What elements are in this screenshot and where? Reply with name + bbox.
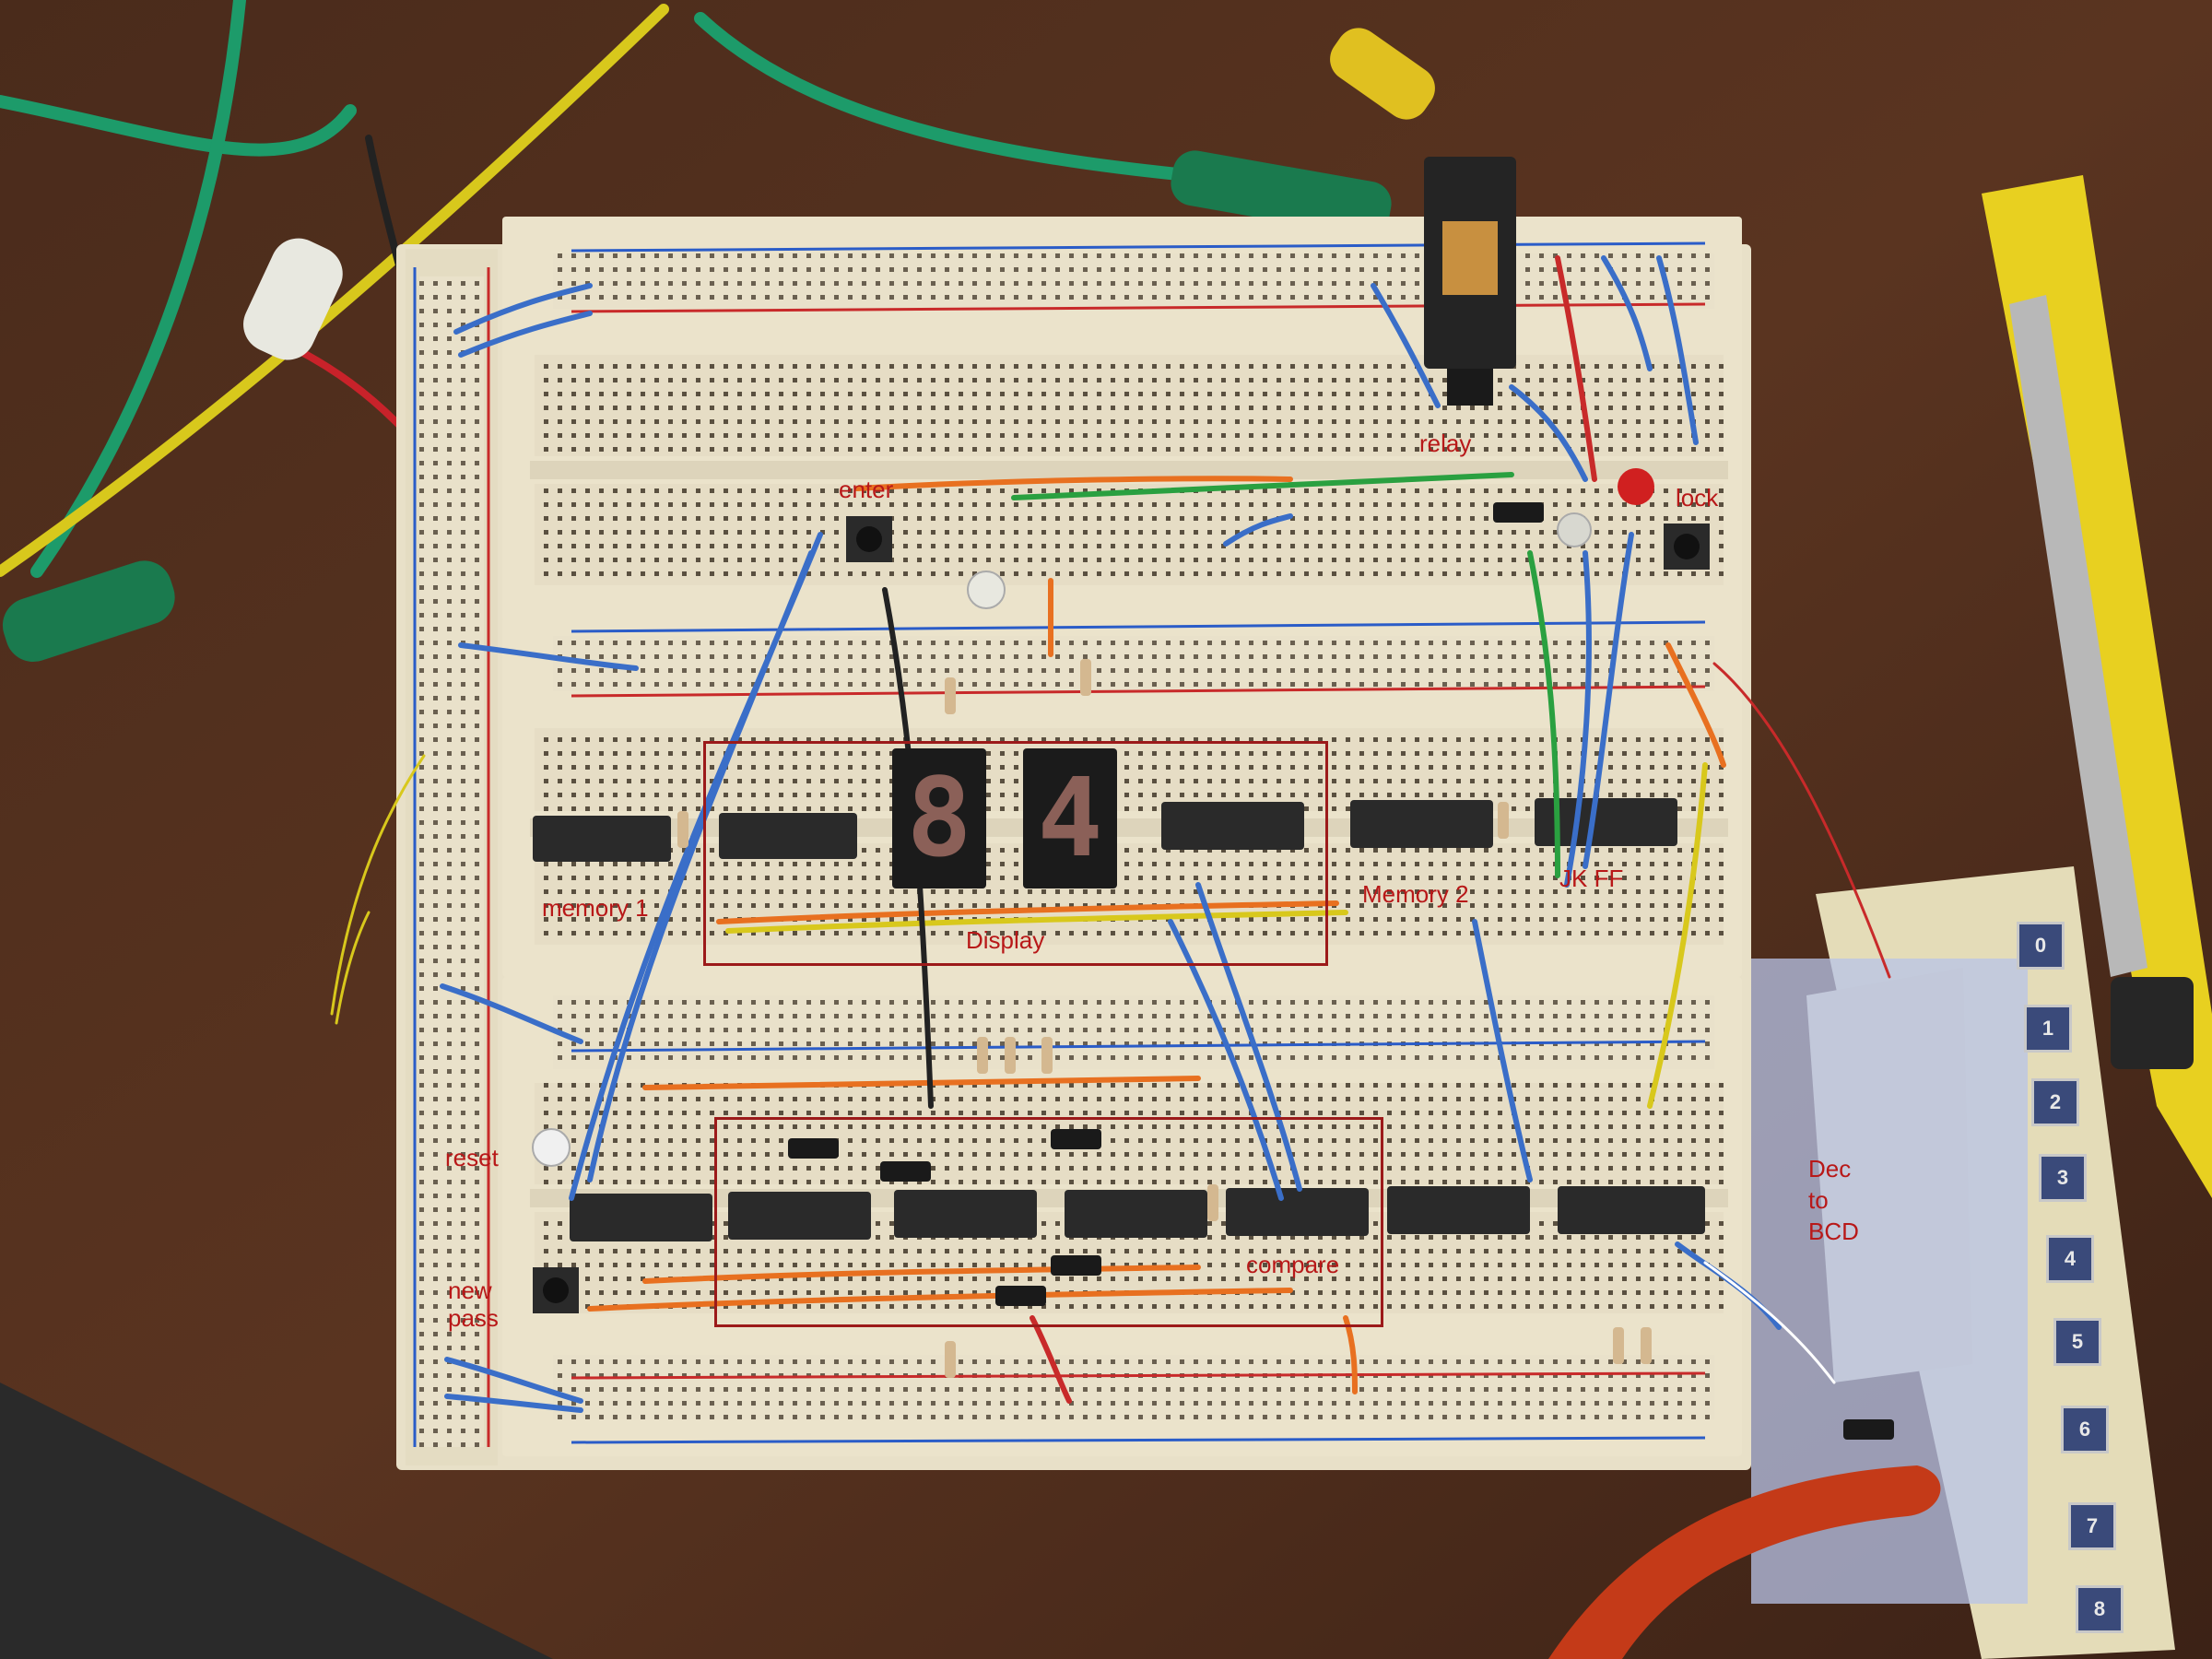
ic-chips-bottom — [570, 1186, 1705, 1241]
clear-led — [967, 571, 1006, 609]
label-lock: lock — [1676, 484, 1719, 512]
keypad-key[interactable]: 1 — [2024, 1005, 2072, 1053]
alligator-clip-white — [243, 238, 343, 360]
label-dec-to-bcd: Dec to BCD — [1808, 1155, 1859, 1245]
label-jk-ff: JK FF — [1559, 865, 1624, 892]
laptop-edge — [0, 1382, 553, 1659]
resistors — [677, 659, 1652, 1378]
alligator-clip-green — [2, 560, 175, 663]
label-enter: enter — [839, 476, 894, 503]
breadboard-top — [502, 217, 1742, 622]
ic-chips-middle — [533, 798, 1677, 862]
keypad-key[interactable]: 4 — [2046, 1235, 2094, 1283]
diodes — [788, 502, 1894, 1440]
keypad: 0 1 2 3 4 5 6 7 8 — [2000, 912, 2166, 1650]
display-annotation-box — [703, 741, 1328, 966]
seven-segment-value: 4 — [1037, 754, 1103, 881]
red-led — [1618, 468, 1654, 505]
label-memory-2: Memory 2 — [1362, 880, 1469, 908]
seven-segment-digit: 4 — [1023, 748, 1117, 888]
seven-segment-value: 8 — [906, 754, 972, 881]
label-relay: relay — [1419, 429, 1472, 457]
keypad-key[interactable]: 3 — [2039, 1154, 2087, 1202]
keypad-key[interactable]: 5 — [2053, 1318, 2101, 1366]
utility-knife — [1982, 175, 2212, 1198]
alligator-clip-yellow — [1330, 28, 1435, 120]
keypad-key[interactable]: 6 — [2061, 1406, 2109, 1453]
keypad-key[interactable]: 8 — [2076, 1585, 2124, 1633]
clear-led — [1557, 512, 1592, 547]
keypad-key[interactable]: 2 — [2031, 1078, 2079, 1126]
keypad-tape — [1751, 866, 2175, 1659]
keypad-key[interactable]: 7 — [2068, 1502, 2116, 1550]
label-new-pass: new pass — [448, 1277, 499, 1332]
keypad-key[interactable]: 0 — [2017, 922, 2065, 970]
breadboard-middle — [502, 618, 1742, 977]
tactile-buttons — [532, 516, 1710, 1313]
compare-annotation-box — [714, 1117, 1383, 1327]
label-compare: compare — [1246, 1251, 1340, 1278]
seven-segment-digit: 8 — [892, 748, 986, 888]
alligator-clip-green — [1171, 150, 1392, 237]
relay-component — [1424, 157, 1516, 406]
pliers-handle — [1548, 1465, 1941, 1659]
label-display: Display — [966, 926, 1045, 954]
label-memory-1: memory 1 — [542, 894, 649, 922]
jumper-wires — [330, 255, 1891, 1413]
label-reset: reset — [445, 1144, 499, 1171]
